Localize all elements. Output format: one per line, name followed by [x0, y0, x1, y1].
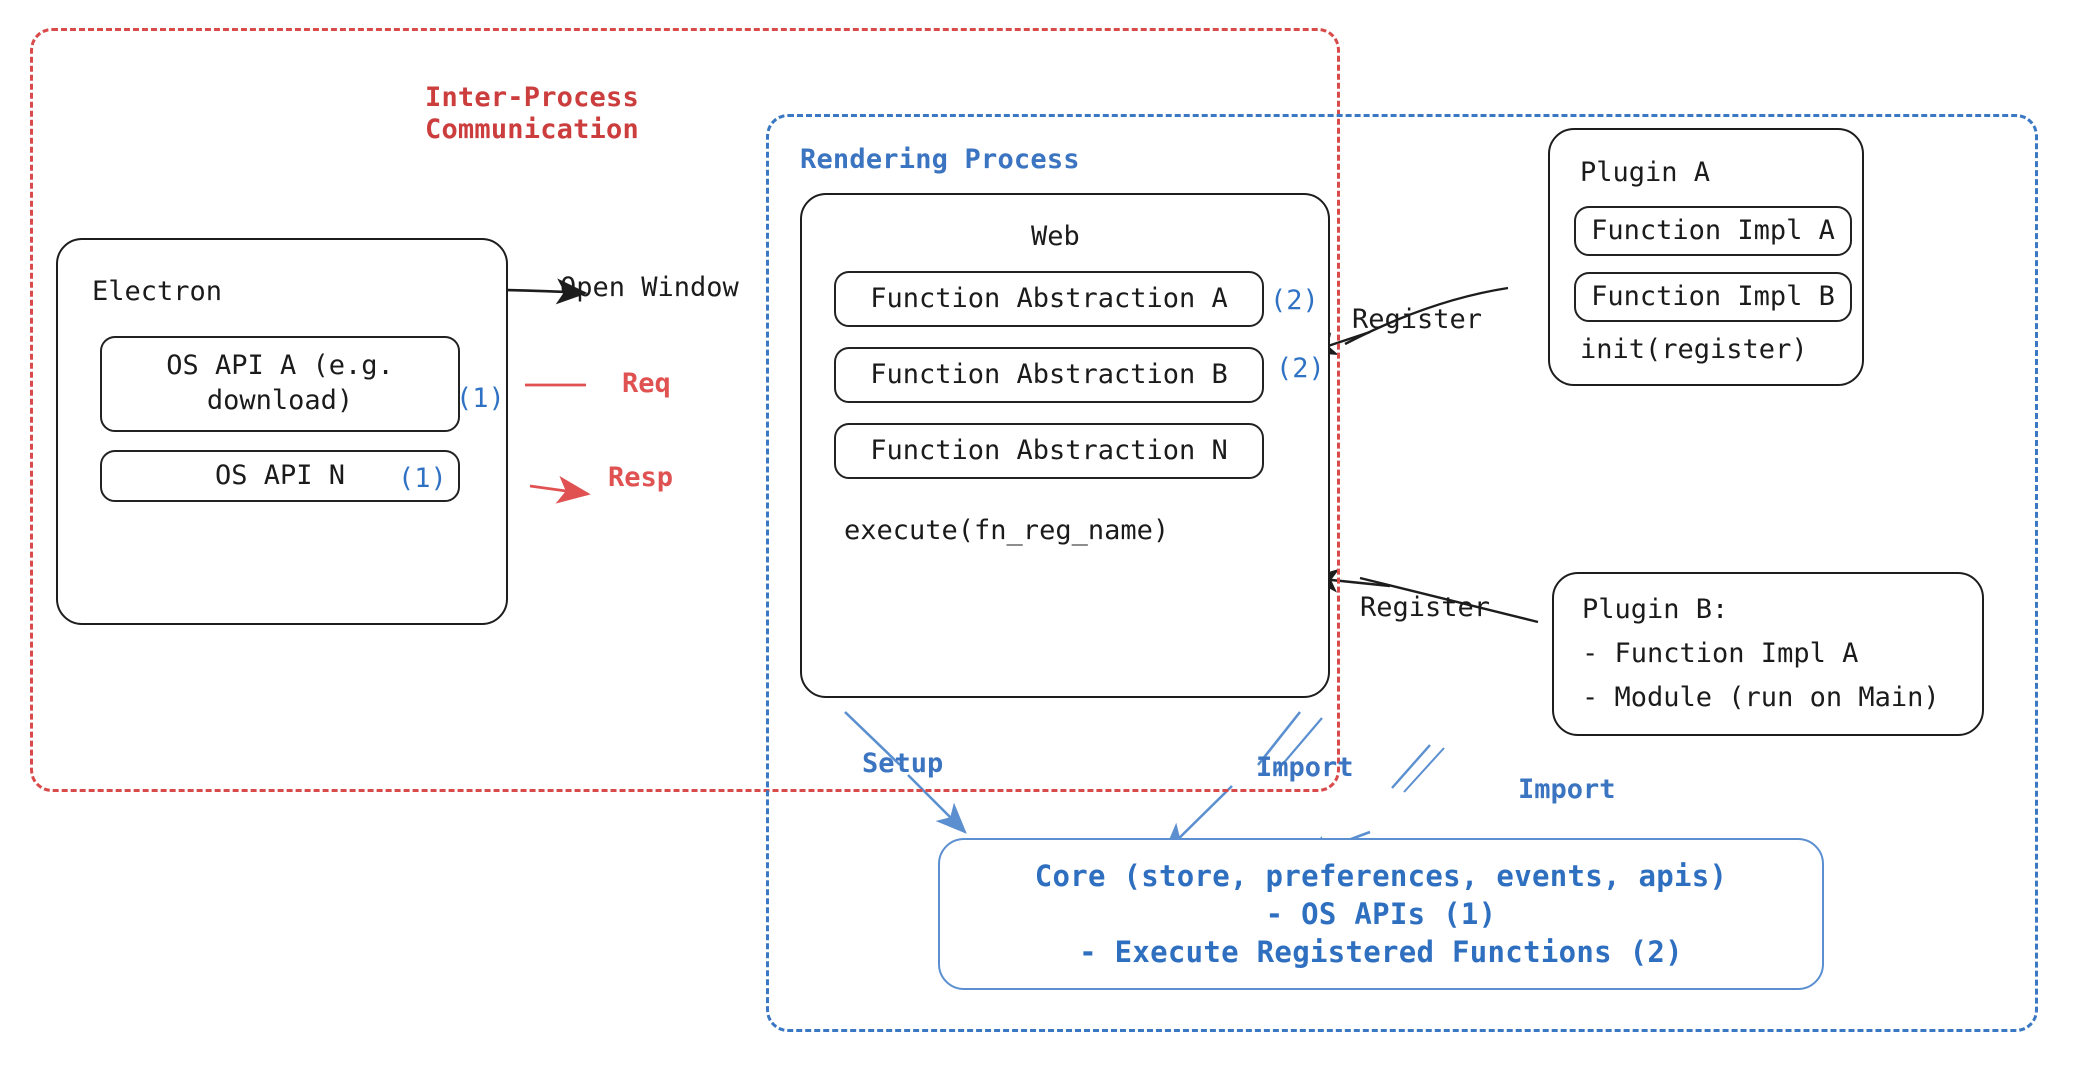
- node-function-abstraction-a[interactable]: Function Abstraction A: [834, 271, 1264, 327]
- node-core[interactable]: Core (store, preferences, events, apis) …: [938, 838, 1824, 990]
- edge-label-register-plugin-a: Register: [1352, 304, 1483, 335]
- edge-label-resp: Resp: [608, 462, 674, 493]
- node-web[interactable]: Web Function Abstraction A (2) Function …: [800, 193, 1330, 698]
- function-abstraction-b-label: Function Abstraction B: [870, 358, 1228, 390]
- edge-label-open-window: Open Window: [560, 272, 739, 303]
- plugin-a-init-signature: init(register): [1580, 334, 1808, 365]
- plugin-b-item-function-impl-a: - Function Impl A: [1582, 638, 1859, 669]
- core-line-execute-registered: - Execute Registered Functions (2): [1079, 935, 1683, 970]
- plugin-b-item-module: - Module (run on Main): [1582, 682, 1940, 713]
- node-electron[interactable]: Electron OS API A (e.g. download) (1) OS…: [56, 238, 508, 625]
- group-rendering-process: [766, 114, 2038, 1032]
- node-os-api-n[interactable]: OS API N: [100, 450, 460, 502]
- edge-label-setup: Setup: [862, 748, 944, 779]
- os-api-a-tag: (1): [456, 383, 505, 414]
- os-api-n-label: OS API N: [214, 459, 346, 491]
- group-label-rendering-process: Rendering Process: [800, 144, 1080, 175]
- node-function-impl-a[interactable]: Function Impl A: [1574, 206, 1852, 256]
- edge-label-req: Req: [622, 368, 671, 399]
- node-plugin-b[interactable]: Plugin B: - Function Impl A - Module (ru…: [1552, 572, 1984, 736]
- function-abstraction-b-tag: (2): [1276, 353, 1325, 384]
- node-function-abstraction-n[interactable]: Function Abstraction N: [834, 423, 1264, 479]
- group-label-ipc: Inter-Process Communication: [425, 82, 639, 145]
- web-title: Web: [1031, 221, 1080, 252]
- function-abstraction-a-tag: (2): [1270, 285, 1319, 316]
- plugin-a-title: Plugin A: [1580, 157, 1711, 188]
- core-line-main: Core (store, preferences, events, apis): [1034, 858, 1728, 893]
- node-function-abstraction-b[interactable]: Function Abstraction B: [834, 347, 1264, 403]
- node-plugin-a[interactable]: Plugin A Function Impl A Function Impl B…: [1548, 128, 1864, 386]
- core-line-os-apis: - OS APIs (1): [1265, 896, 1497, 931]
- os-api-n-tag: (1): [398, 463, 447, 494]
- function-impl-a-label: Function Impl A: [1591, 214, 1835, 246]
- function-abstraction-a-label: Function Abstraction A: [870, 282, 1228, 314]
- web-execute-signature: execute(fn_reg_name): [844, 515, 1170, 546]
- edge-label-register-plugin-b: Register: [1360, 592, 1491, 623]
- function-abstraction-n-label: Function Abstraction N: [870, 434, 1228, 466]
- function-impl-b-label: Function Impl B: [1591, 280, 1835, 312]
- node-function-impl-b[interactable]: Function Impl B: [1574, 272, 1852, 322]
- os-api-a-label: OS API A (e.g. download): [166, 350, 394, 416]
- edge-label-import-plugin-b: Import: [1518, 774, 1616, 805]
- edge-label-import-web: Import: [1256, 752, 1354, 783]
- electron-title: Electron: [92, 276, 223, 307]
- group-inter-process-communication: [30, 28, 1340, 792]
- plugin-b-title: Plugin B:: [1582, 594, 1729, 625]
- node-os-api-a[interactable]: OS API A (e.g. download): [100, 336, 460, 432]
